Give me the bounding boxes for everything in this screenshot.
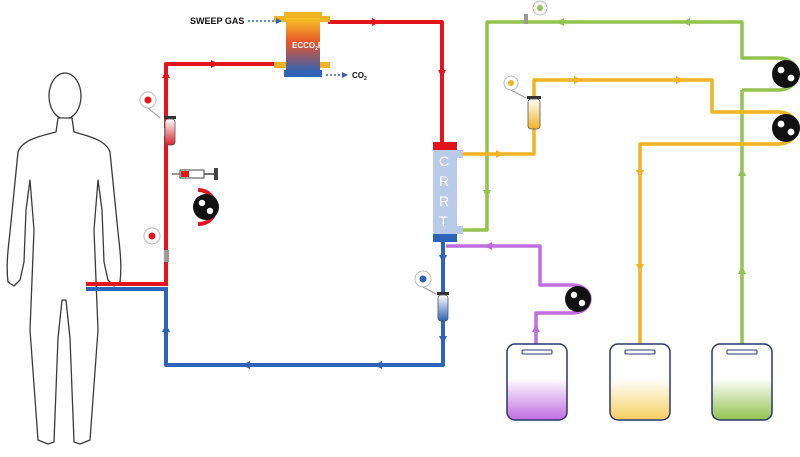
pressure-sensor-icon — [524, 0, 548, 24]
drip-chamber-icon — [147, 107, 176, 146]
pressure-sensor-icon — [414, 270, 432, 288]
dialysate-bag-icon — [609, 343, 671, 421]
replacement-arrows — [484, 242, 540, 332]
cannula-arterial — [86, 282, 168, 286]
replacement-line — [446, 244, 572, 345]
effluent-bag-icon — [711, 343, 773, 421]
ecco2r-device: ECCO2R — [274, 12, 330, 77]
ecco2r-label: ECCO2R — [292, 41, 324, 52]
co2-label: CO2 — [352, 71, 367, 82]
arterial-arrows — [162, 18, 446, 78]
sweep-gas-label: SWEEP GAS — [190, 16, 244, 26]
drip-chamber-icon — [510, 89, 541, 130]
crrt-filter — [433, 142, 463, 242]
syringe-icon — [172, 168, 218, 180]
arterial-pump-icon — [193, 188, 219, 226]
co2-arrowhead — [342, 72, 348, 78]
effluent-pump-icon — [742, 56, 800, 92]
sensor-port-1 — [164, 250, 169, 262]
dialysate-line — [463, 78, 778, 345]
replacement-bag-icon — [506, 343, 568, 421]
replacement-pump-icon — [565, 283, 592, 315]
effluent-arrows — [483, 18, 746, 274]
dialysate-arrows — [496, 76, 684, 272]
venous-line — [164, 240, 445, 367]
pressure-sensor-icon — [143, 227, 161, 245]
crrt-letter-r1: R — [439, 173, 449, 189]
crrt-letter-c: C — [439, 153, 449, 169]
drip-chamber-icon — [422, 286, 449, 322]
patient-silhouette-icon — [6, 72, 122, 445]
dialysate-pump-icon — [772, 110, 800, 146]
pressure-sensor-icon — [503, 75, 519, 91]
sweep-gas-arrowhead — [276, 18, 282, 24]
pressure-sensor-icon — [139, 91, 157, 109]
crrt-letter-t: T — [439, 213, 448, 229]
venous-arrows — [162, 255, 447, 369]
cannula-venous — [86, 287, 168, 291]
crrt-letter-r2: R — [439, 193, 449, 209]
effluent-line — [463, 20, 778, 345]
arterial-line — [164, 20, 444, 284]
